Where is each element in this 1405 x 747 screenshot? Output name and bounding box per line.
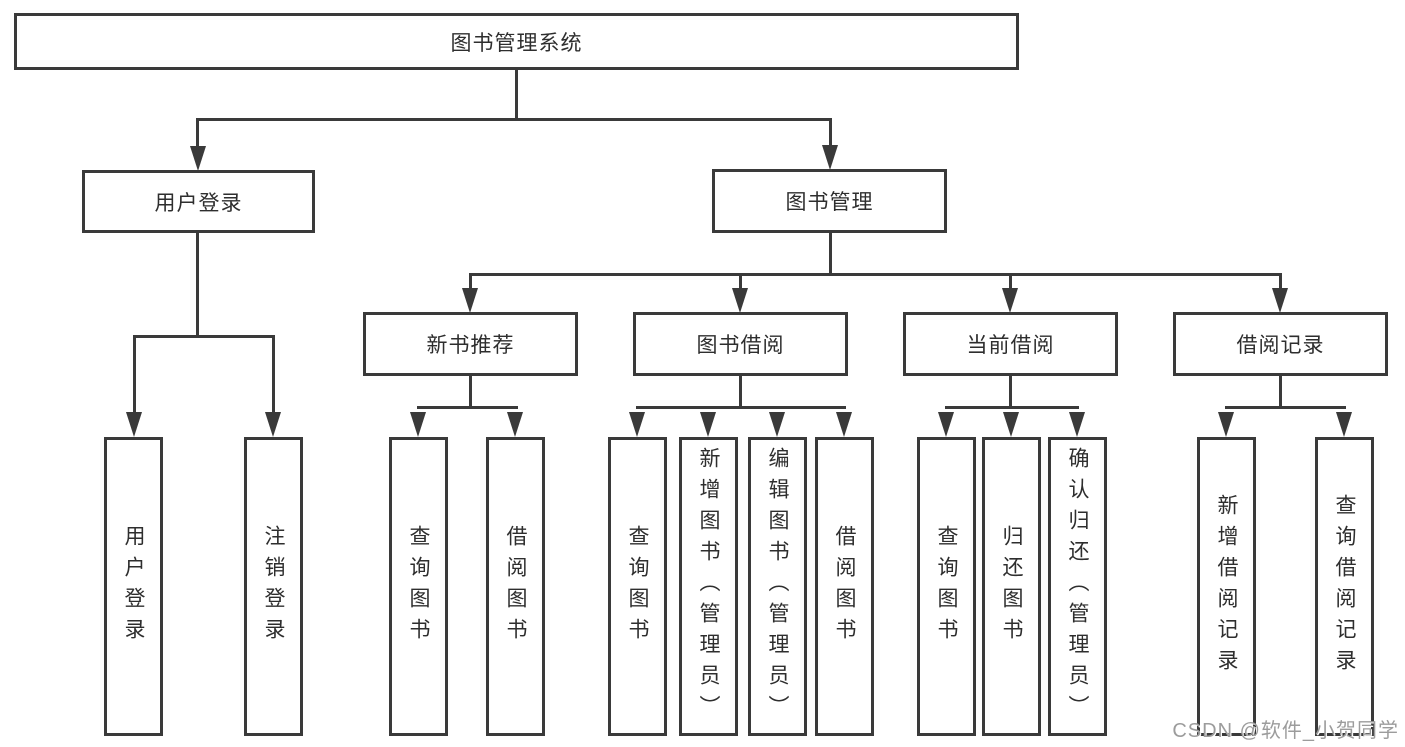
connector-line [469,273,1282,276]
connector-line [196,118,199,148]
node-label: 图书管理系统 [450,31,583,55]
leaf-borrow-books-recommend: 借阅图书 [486,437,545,736]
node-user-login: 用户登录 [82,170,315,233]
leaf-label: 新增图书（管理员） [697,447,720,726]
node-book-borrow: 图书借阅 [633,312,848,376]
node-label: 图书管理 [785,191,874,214]
arrowhead-down-icon [1002,288,1018,313]
leaf-label: 用户登录 [122,524,145,649]
leaf-label: 查询图书 [407,524,430,649]
arrowhead-down-icon [629,412,645,437]
arrowhead-down-icon [265,412,281,437]
leaf-label: 借阅图书 [833,524,856,649]
leaf-label: 查询图书 [935,524,958,649]
connector-line [1279,376,1282,409]
connector-line [739,273,742,290]
arrowhead-down-icon [836,412,852,437]
leaf-borrow-books: 借阅图书 [815,437,874,736]
leaf-add-books-admin: 新增图书（管理员） [679,437,738,736]
leaf-add-borrow-record: 新增借阅记录 [1197,437,1256,736]
connector-line [133,335,136,414]
leaf-label: 注销登录 [262,524,285,649]
node-label: 当前借阅 [966,334,1055,357]
arrowhead-down-icon [507,412,523,437]
connector-line [469,376,472,409]
node-label: 新书推荐 [426,334,515,357]
arrowhead-down-icon [769,412,785,437]
arrowhead-down-icon [822,145,838,170]
leaf-label: 新增借阅记录 [1215,493,1238,680]
arrowhead-down-icon [1218,412,1234,437]
node-root-library-system: 图书管理系统 [14,13,1019,70]
leaf-logout: 注销登录 [244,437,303,736]
leaf-query-books-recommend: 查询图书 [389,437,448,736]
node-new-book-recommend: 新书推荐 [363,312,578,376]
connector-line [417,406,518,409]
node-borrow-records: 借阅记录 [1173,312,1388,376]
connector-line [133,335,275,338]
arrowhead-down-icon [700,412,716,437]
connector-line [469,273,472,290]
node-label: 图书借阅 [696,334,785,357]
leaf-label: 借阅图书 [504,524,527,649]
leaf-query-borrow-record: 查询借阅记录 [1315,437,1374,736]
arrowhead-down-icon [1003,412,1019,437]
connector-line [1279,273,1282,290]
leaf-confirm-return-admin: 确认归还（管理员） [1048,437,1107,736]
arrowhead-down-icon [1069,412,1085,437]
node-current-borrow: 当前借阅 [903,312,1118,376]
node-label: 借阅记录 [1236,334,1325,357]
leaf-query-books-borrow: 查询图书 [608,437,667,736]
csdn-watermark: CSDN @软件_小贺同学 [1172,720,1399,742]
arrowhead-down-icon [462,288,478,313]
arrowhead-down-icon [190,146,206,171]
leaf-return-books: 归还图书 [982,437,1041,736]
leaf-label: 确认归还（管理员） [1066,447,1089,726]
leaf-label: 查询图书 [626,524,649,649]
connector-line [1009,376,1012,409]
connector-line [945,406,1079,409]
arrowhead-down-icon [938,412,954,437]
connector-line [1009,273,1012,290]
connector-line [196,233,199,338]
connector-line [636,406,846,409]
leaf-label: 编辑图书（管理员） [766,447,789,726]
arrowhead-down-icon [732,288,748,313]
connector-line [272,335,275,414]
leaf-query-books-current: 查询图书 [917,437,976,736]
connector-line [829,233,832,276]
leaf-user-login: 用户登录 [104,437,163,736]
node-book-management: 图书管理 [712,169,947,233]
connector-line [515,70,518,121]
leaf-label: 归还图书 [1000,524,1023,649]
connector-line [196,118,832,121]
leaf-edit-books-admin: 编辑图书（管理员） [748,437,807,736]
leaf-label: 查询借阅记录 [1333,493,1356,680]
connector-line [739,376,742,409]
arrowhead-down-icon [126,412,142,437]
arrowhead-down-icon [1336,412,1352,437]
connector-line [829,118,832,147]
arrowhead-down-icon [1272,288,1288,313]
node-label: 用户登录 [154,191,243,215]
connector-line [1225,406,1346,409]
arrowhead-down-icon [410,412,426,437]
